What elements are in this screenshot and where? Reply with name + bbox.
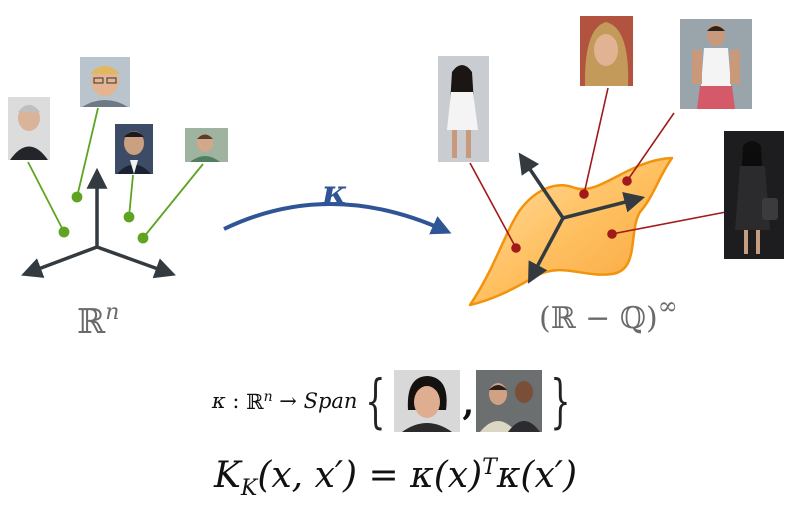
formula1-open-brace: { <box>365 367 387 435</box>
left-connectors <box>27 107 204 244</box>
photo-man-gray-hair <box>8 97 50 160</box>
formula-kappa-span: κ : ℝn → Span { , } <box>0 368 791 434</box>
formula2-T: T <box>482 455 497 480</box>
formula1-comma: , <box>462 384 475 424</box>
right-connectors <box>469 87 727 253</box>
formula2-tail: κ(x′) <box>496 455 578 496</box>
photo-young-man-green <box>185 128 228 162</box>
formula1-domain: ℝn <box>246 388 273 414</box>
formula1-colon: : <box>225 389 247 413</box>
formula-kernel: KK(x, x′) = κ(x)Tκ(x′) <box>0 455 791 501</box>
photo-man-white-tank <box>680 19 752 109</box>
formula1-span: Span <box>303 389 358 413</box>
photo-woman-blonde <box>580 16 633 86</box>
left-axes <box>21 167 176 279</box>
photo-two-men-suits <box>476 370 543 432</box>
photo-woman-white-dress <box>438 56 489 162</box>
formula2-args: (x, x′) = κ(x) <box>257 455 483 496</box>
left-space-label: ℝn <box>77 300 119 342</box>
map-label: κ <box>321 173 347 213</box>
photo-man-asian-suit <box>115 124 153 174</box>
map-arrow <box>223 202 452 235</box>
formula1-close-brace: } <box>550 367 571 435</box>
photo-man-glasses-blond <box>80 57 130 107</box>
photo-woman-short-hair <box>394 370 461 432</box>
right-axes <box>518 152 646 284</box>
photo-woman-black-coat <box>724 131 784 259</box>
formula1-arrow: → <box>272 389 304 413</box>
manifold-surface <box>468 156 674 307</box>
formula1-kappa: κ <box>211 389 226 413</box>
formula2-K-sub: K <box>240 476 258 502</box>
right-space-label: (ℝ − ℚ)∞ <box>539 292 678 336</box>
formula2-K: K <box>213 455 241 496</box>
